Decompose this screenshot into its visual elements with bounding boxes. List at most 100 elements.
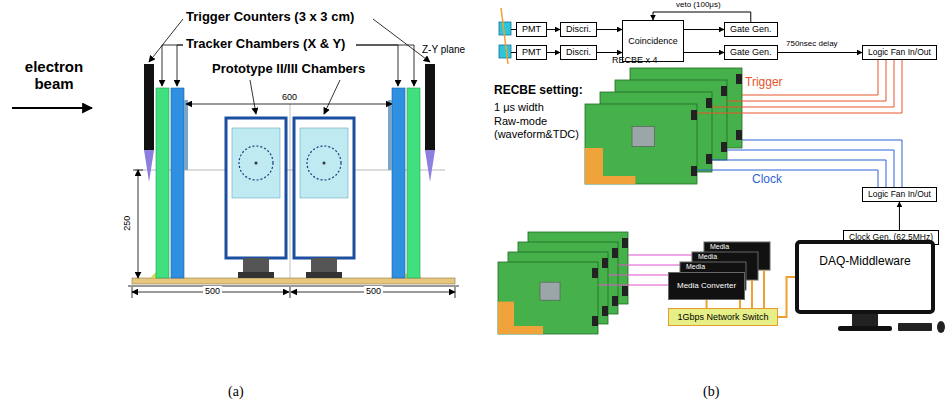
dimension: 500 (203, 286, 222, 296)
leader-line (177, 45, 183, 86)
base-plate (132, 278, 455, 284)
panel-caption: (a) (228, 384, 244, 400)
leader-line (162, 45, 183, 86)
trigger-line (727, 59, 886, 101)
tracker-chamber (407, 88, 420, 278)
box-text: PMT (522, 47, 541, 58)
recbe-board (585, 176, 635, 184)
connector (706, 300, 708, 308)
clock-line (697, 170, 878, 187)
device-label: Media (686, 262, 705, 271)
discriminator-box: Discri. (560, 45, 597, 60)
signal-name: Clock (752, 173, 782, 187)
recbe-board (721, 86, 727, 96)
computer (852, 314, 878, 326)
board-label: RECBE x 4 (612, 55, 658, 65)
recbe-board (736, 130, 742, 140)
connector (597, 52, 622, 53)
box-text: Discri. (566, 47, 591, 58)
setting-title: RECBE setting: (494, 84, 583, 98)
signal-name: Trigger (745, 76, 783, 90)
computer-monitor: DAQ-Middleware (795, 240, 935, 314)
dimension: 600 (282, 92, 297, 102)
leader-line (324, 80, 340, 114)
scintillator (499, 45, 511, 58)
network-switch: 1Gbps Network Switch (668, 308, 778, 326)
box-text: PMT (522, 24, 541, 35)
logic-fan-box: Logic Fan In/Out (862, 45, 937, 60)
connector-label: 750nsec delay (786, 39, 838, 49)
computer (898, 323, 932, 331)
tracker-chamber (388, 100, 392, 170)
gate-generator-box: Gate Gen. (724, 45, 778, 60)
device-label: Media (698, 252, 717, 261)
clock-line (742, 140, 902, 187)
box-text: Logic Fan In/Out (868, 189, 931, 200)
recbe-board (498, 326, 543, 334)
prototype-chamber (243, 258, 269, 272)
connector-label: veto (100μs) (676, 0, 721, 10)
network-cable (751, 280, 753, 308)
recbe-board (706, 98, 712, 108)
recbe-board (632, 126, 654, 146)
recbe-board (706, 154, 712, 164)
connector (778, 277, 795, 317)
plane-label: Z-Y plane (422, 44, 465, 56)
prototype-chamber (323, 162, 326, 165)
trigger-line (742, 59, 878, 95)
trigger-counter (144, 64, 435, 182)
device-label: Media (710, 242, 729, 251)
trigger-line (697, 59, 902, 113)
part-label: Prototype II/III Chambers (212, 62, 365, 77)
dimension-line (290, 287, 291, 298)
computer (838, 314, 945, 333)
connector (547, 29, 560, 30)
pmt-box: PMT (516, 22, 547, 37)
trigger-counter (144, 150, 154, 182)
connector (547, 52, 560, 53)
recbe-board (592, 268, 598, 278)
network-cable (763, 270, 765, 308)
setting-note: 1 μs width (494, 101, 544, 114)
box-text: Media Converter (677, 281, 736, 291)
clock-line (712, 160, 886, 187)
recbe-board (612, 248, 618, 258)
recbe-board (498, 262, 598, 334)
tracker-chamber (184, 100, 188, 170)
prototype-chamber (294, 118, 354, 258)
dimension-line (186, 104, 392, 105)
recbe-board (691, 166, 697, 176)
clock-line (727, 150, 894, 187)
gate-generator-box: Gate Gen. (724, 22, 778, 37)
recbe-board (585, 104, 697, 184)
media-converter: Media Converter (668, 272, 745, 300)
prototype-chamber (226, 118, 286, 278)
recbe-board (592, 316, 598, 326)
tracker-chamber (156, 88, 420, 278)
prototype-chamber (255, 162, 258, 165)
connector (684, 29, 724, 30)
scintillator (499, 8, 516, 64)
prototype-chamber (306, 272, 342, 278)
prototype-chamber (294, 118, 354, 278)
prototype-chamber (300, 128, 348, 198)
trigger-counter (425, 150, 435, 182)
dimension: 250 (122, 216, 132, 231)
trigger-counter (425, 64, 435, 150)
part-label: Trigger Counters (3 x 3 cm) (186, 10, 354, 25)
dimension-line (132, 104, 455, 298)
box-text: DAQ-Middleware (804, 254, 926, 268)
leader-line (373, 19, 430, 62)
computer (838, 326, 892, 331)
recbe-board (612, 296, 618, 306)
beam-arrow (12, 108, 92, 109)
part-label: Tracker Chambers (X & Y) (186, 37, 345, 52)
box-text: Gate Gen. (730, 24, 772, 35)
setting-note: Raw-mode (waveform&TDC) (494, 115, 584, 140)
recbe-board (540, 282, 560, 300)
trigger-line (697, 59, 902, 113)
trigger-line (712, 59, 894, 107)
logic-fan-box: Logic Fan In/Out (862, 187, 937, 202)
